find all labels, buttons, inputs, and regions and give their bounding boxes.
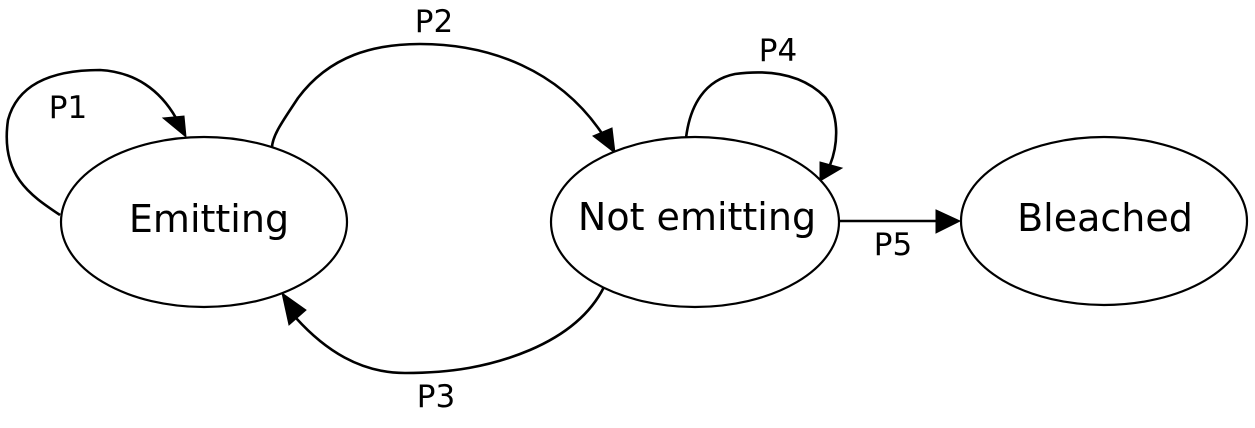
transition-p2-label: P2 xyxy=(415,4,453,40)
transition-p2-line xyxy=(270,42,605,149)
transition-p1: P1 xyxy=(5,68,187,217)
transition-p4-line xyxy=(684,71,838,166)
transition-p1-line xyxy=(5,68,178,217)
transition-p1-label: P1 xyxy=(49,90,87,126)
state-bleached-label: Bleached xyxy=(1017,196,1193,240)
transition-p5: P5 xyxy=(840,209,962,263)
state-bleached-shape xyxy=(959,135,1249,307)
state-emitting-shape xyxy=(59,135,349,309)
transition-p3: P3 xyxy=(281,286,606,415)
transition-p5-label: P5 xyxy=(874,227,912,263)
state-bleached: Bleached xyxy=(959,135,1249,307)
transition-p1-arrow xyxy=(161,115,187,139)
transition-p3-line xyxy=(295,286,606,375)
transition-p2: P2 xyxy=(270,4,616,155)
state-not-emitting: Not emitting xyxy=(549,135,841,309)
state-emitting: Emitting xyxy=(59,135,349,309)
transition-p4: P4 xyxy=(684,33,844,182)
state-not-emitting-label: Not emitting xyxy=(578,195,816,239)
state-not-emitting-shape xyxy=(549,135,841,309)
state-emitting-label: Emitting xyxy=(129,197,289,241)
transition-p3-arrow xyxy=(281,291,307,326)
transition-p3-label: P3 xyxy=(417,379,455,415)
transition-p4-arrow xyxy=(819,161,844,182)
transition-p2-arrow xyxy=(592,127,616,155)
transition-p4-label: P4 xyxy=(759,33,797,69)
transition-p5-arrow xyxy=(935,209,962,234)
